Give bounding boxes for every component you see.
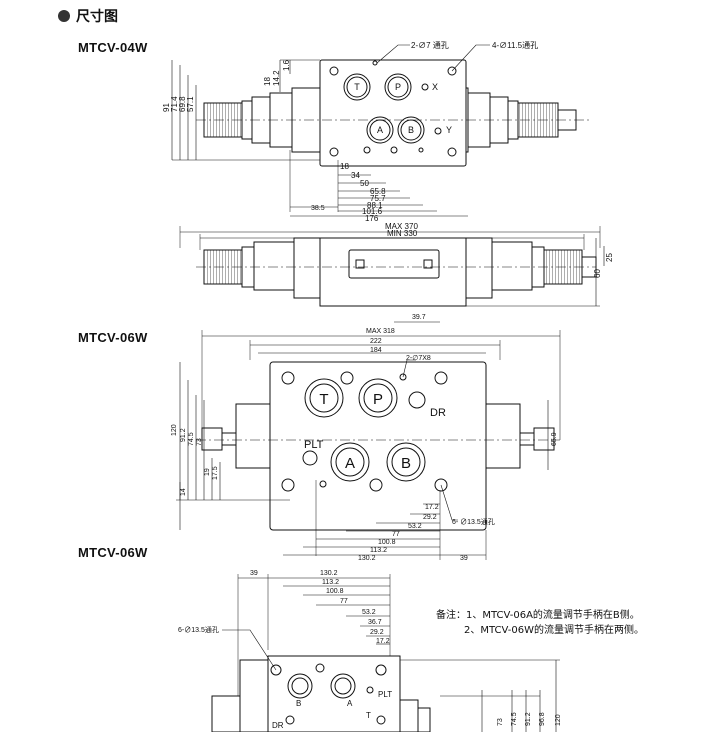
callout-text: 6- ∅13.5通孔 [452, 517, 495, 526]
dim-text: 17.5 [212, 466, 219, 480]
dim-text: 29.2 [423, 514, 437, 521]
dim-text: 53.2 [408, 523, 422, 530]
dim-text: 71.4 [170, 96, 179, 112]
dim-text: 120 [555, 714, 562, 726]
drawing-1-top-view [171, 44, 590, 217]
port-label: DR [430, 407, 446, 419]
dim-text: 88.1 [367, 201, 383, 210]
model-label-3: MTCV-06W [78, 545, 148, 560]
dim-text: 65.8 [370, 187, 386, 196]
dim-text: 73 [196, 438, 203, 446]
port-label: PLT [378, 690, 392, 699]
port-label: B [296, 699, 301, 708]
port-label: T [319, 391, 328, 408]
drawing-3-top-view [211, 574, 560, 732]
dim-text: 39.7 [412, 314, 426, 321]
port-label: PLT [304, 439, 324, 451]
drawing-1-side-view [179, 226, 605, 307]
drawing-1-side-text: MAX 370 MIN 330 25 60 [385, 222, 614, 278]
section-header: 尺寸图 [58, 6, 118, 26]
dim-text: 91 [162, 103, 171, 112]
dim-text: 75.7 [370, 194, 386, 203]
dim-text: 74.5 [511, 712, 518, 726]
dim-text: 113.2 [370, 547, 387, 554]
callout-text: 2-∅7 通孔 [411, 40, 449, 50]
dim-text: 19 [204, 468, 211, 476]
port-label: A [347, 699, 353, 708]
dim-text: 77 [340, 598, 348, 605]
port-label: B [408, 125, 414, 135]
dim-text: 113.2 [322, 579, 339, 586]
dim-text: 77 [392, 531, 400, 538]
port-label: X [432, 82, 438, 92]
dim-text: 222 [370, 338, 382, 345]
dim-text: MAX 370 [385, 222, 418, 231]
dim-text: 38.5 [311, 205, 325, 212]
dim-text: 100.8 [326, 588, 344, 595]
model-label-2: MTCV-06W [78, 330, 148, 345]
model-label-1: MTCV-04W [78, 40, 148, 55]
dim-text: 34 [351, 171, 360, 180]
callout-text: 4-∅11.5通孔 [492, 40, 538, 50]
dim-text: 57.1 [186, 96, 195, 112]
dim-text: 96.8 [539, 712, 546, 726]
dim-text: 1.6 [282, 59, 291, 71]
port-label: P [373, 391, 383, 408]
dim-text: 53.2 [362, 609, 376, 616]
dim-text: 50 [360, 179, 369, 188]
dim-text: 130.2 [358, 555, 376, 562]
dim-text: 65.9 [551, 432, 558, 446]
dim-text: MAX 318 [366, 328, 395, 335]
dim-text: 36.7 [368, 619, 382, 626]
dim-text: 17.2 [376, 638, 390, 645]
drawing-2-top-view [176, 321, 561, 560]
dim-text: 29.2 [370, 629, 384, 636]
port-label: T [354, 82, 360, 92]
callout-text: 2-∅7X8 [406, 355, 431, 362]
dim-text: 130.2 [320, 570, 338, 577]
port-label: Y [446, 125, 452, 135]
port-label: T [366, 711, 371, 720]
dim-text: 39 [460, 555, 468, 562]
dim-text: 91.2 [525, 712, 532, 726]
dim-text: 101.6 [362, 207, 383, 216]
dim-text: 18 [263, 77, 272, 86]
dim-text: 60 [593, 269, 602, 278]
dim-text: 18 [340, 162, 349, 171]
page-title: 尺寸图 [76, 9, 118, 25]
callout-text: 6-∅13.5通孔 [178, 625, 219, 634]
drawing-3-text: 39 130.2 113.2 100.8 77 53.2 36.7 29.2 1… [178, 570, 562, 730]
dim-text: 14.2 [272, 70, 281, 86]
drawing-1-text: T P A B X Y 2-∅7 通孔 4-∅11.5通孔 91 71.4 69… [162, 40, 538, 223]
dim-text: 91.2 [180, 428, 187, 442]
dim-text: 39 [250, 570, 258, 577]
port-label: A [345, 455, 355, 472]
dim-text: 184 [370, 347, 382, 354]
dim-text: 17.2 [425, 504, 439, 511]
port-label: B [401, 455, 411, 472]
dim-text: 69.8 [178, 96, 187, 112]
dim-text: 74.5 [188, 432, 195, 446]
dim-text: MIN 330 [387, 229, 418, 238]
dim-text: 176 [365, 214, 379, 223]
dim-text: 14 [180, 488, 187, 496]
dim-text: 100.8 [378, 539, 396, 546]
port-label: DR [272, 721, 284, 730]
note-line-2: 2、MTCV-06W的流量调节手柄在两侧。 [464, 625, 644, 636]
note-line-1: 备注：1、MTCV-06A的流量调节手柄在B侧。 [436, 610, 640, 621]
dim-text: 25 [605, 253, 614, 262]
dim-text: 73 [497, 718, 504, 726]
dim-text: 120 [171, 424, 178, 436]
bullet-icon [58, 10, 70, 22]
port-label: P [395, 82, 401, 92]
port-label: A [377, 125, 383, 135]
drawing-2-text: T P A B PLT DR 2-∅7X8 6- ∅13.5通孔 MAX 318… [171, 314, 558, 562]
